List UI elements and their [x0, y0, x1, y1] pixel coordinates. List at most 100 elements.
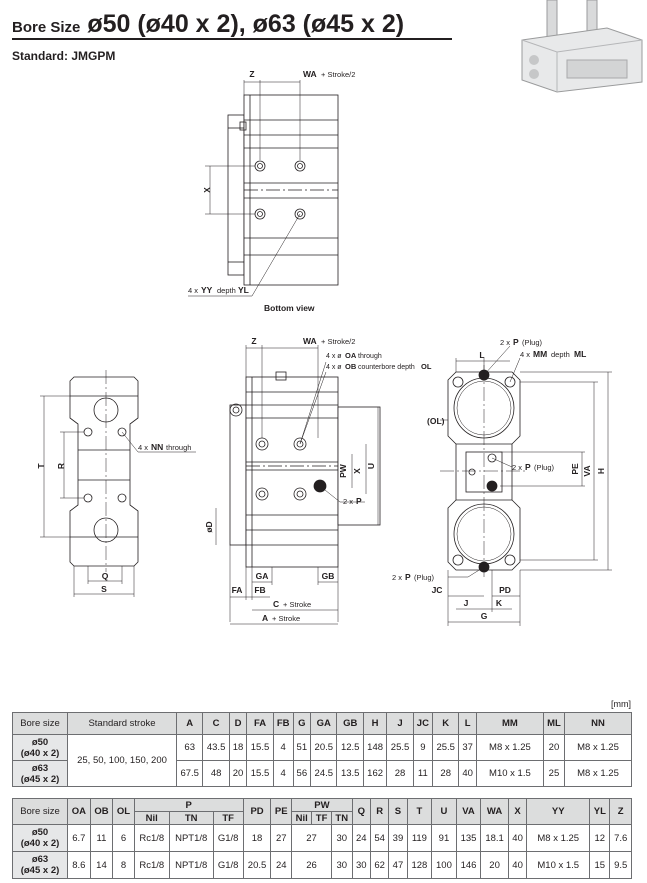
ev-p2-label: P — [525, 462, 531, 472]
cell: 30 — [351, 851, 371, 879]
t2-header: YY — [526, 798, 591, 825]
product-image — [521, 0, 643, 93]
t2-subheader: TN — [168, 811, 214, 825]
t1-header: ML — [542, 712, 566, 735]
cell: 30 — [330, 824, 353, 852]
t1-header: D — [228, 712, 248, 735]
spec-table-2: Bore size OA OB OL P PD PE PW Q R S T U … — [12, 798, 632, 879]
ev-plug3-pre: 2 x — [392, 573, 402, 582]
ev-ml-label: ML — [574, 349, 586, 359]
cell: 25.5 — [431, 734, 460, 761]
bore-cell: ø50(ø40 x 2) — [12, 734, 68, 761]
sv-oa-label: OA — [345, 351, 357, 360]
lv-nn-pre: 4 x — [138, 443, 148, 452]
cell: 67.5 — [175, 760, 204, 787]
sv-wa-label: WA — [303, 336, 317, 346]
sv-ob-pre: 4 x ø — [326, 364, 342, 371]
cell: 4 — [272, 760, 294, 787]
cell: 20 — [542, 734, 566, 761]
sv-wa-suffix: + Stroke/2 — [321, 337, 355, 346]
cell: Rc1/8 — [133, 851, 170, 879]
t2-header: WA — [480, 798, 509, 825]
cell: M8 x 1.25 — [526, 824, 591, 852]
cell: 14 — [89, 851, 114, 879]
bv-wa-suffix: + Stroke/2 — [321, 70, 355, 79]
ev-k-label: K — [496, 598, 503, 608]
cell: 148 — [362, 734, 388, 761]
cell: 9 — [412, 734, 434, 761]
cell: 20 — [480, 851, 509, 879]
sv-ob-label: OB — [345, 362, 357, 371]
t2-header: T — [406, 798, 433, 825]
ev-va-label: VA — [582, 465, 592, 476]
cell: 91 — [431, 824, 457, 852]
cell: 8 — [112, 851, 135, 879]
sv-p-label: P — [356, 496, 362, 506]
cell: 9.5 — [609, 851, 632, 879]
lv-nn-suffix: through — [166, 443, 191, 452]
t1-header: FB — [272, 712, 294, 735]
sv-p-pre: 2 x — [343, 497, 353, 506]
cell: 20.5 — [242, 851, 272, 879]
bv-yy-pre: 4 x — [188, 286, 198, 295]
bv-yl-label: YL — [238, 285, 249, 295]
ev-j-label: J — [464, 598, 469, 608]
t2-header: X — [507, 798, 528, 825]
ev-plug3-suffix: (Plug) — [414, 573, 435, 582]
sv-c-suffix: + Stroke — [283, 600, 311, 609]
lv-q-label: Q — [102, 571, 109, 581]
ev-l-label: L — [479, 350, 484, 360]
cell: 28 — [386, 760, 414, 787]
dimension-drawing: Z WA + Stroke/2 X 4 x YY depth YL Bottom… — [36, 69, 612, 626]
bottom-view-caption: Bottom view — [264, 303, 315, 313]
bv-depth: depth — [217, 286, 236, 295]
cell: 37 — [458, 734, 477, 761]
cell: 18.1 — [480, 824, 509, 852]
cell: 15 — [589, 851, 611, 879]
cell: 27 — [270, 824, 293, 852]
cell: 62 — [369, 851, 390, 879]
t2-subheader: Nil — [133, 811, 170, 825]
cell: 25 — [542, 760, 566, 787]
cell: 20 — [228, 760, 248, 787]
cell: 54 — [369, 824, 390, 852]
table-row: ø63(ø45 x 2) 8.6 14 8 Rc1/8 NPT1/8 G1/8 … — [12, 851, 632, 879]
cell: 100 — [431, 851, 457, 879]
sv-a-label: A — [262, 613, 268, 623]
cell: 11 — [412, 760, 434, 787]
cell: 27 — [291, 824, 332, 852]
cell: M8 x 1.25 — [564, 734, 632, 761]
cell: 7.6 — [609, 824, 632, 852]
t2-header: OB — [89, 798, 114, 825]
t2-header: PW — [291, 798, 353, 812]
sv-fb-label: FB — [254, 585, 265, 595]
t1-header: A — [175, 712, 204, 735]
cell: 12.5 — [336, 734, 364, 761]
ev-plug-pre: 2 x — [500, 338, 510, 347]
cell: M8 x 1.25 — [564, 760, 632, 787]
page-title: Bore Size ø50 (ø40 x 2), ø63 (ø45 x 2) — [12, 10, 404, 39]
t2-header: U — [431, 798, 457, 825]
cell: NPT1/8 — [168, 851, 214, 879]
t1-header: L — [458, 712, 477, 735]
cell: M10 x 1.5 — [526, 851, 591, 879]
standard-label: Standard: JMGPM — [12, 49, 116, 63]
cell: 51 — [292, 734, 312, 761]
t1-header: G — [292, 712, 312, 735]
spec-table-1: Bore size Standard stroke A C D FA FB G … — [12, 712, 632, 787]
cell: 40 — [458, 760, 477, 787]
t1-header: Standard stroke — [67, 712, 177, 735]
t2-header: PE — [270, 798, 293, 825]
cell: M10 x 1.5 — [475, 760, 544, 787]
bore-cell: ø50(ø40 x 2) — [12, 824, 68, 852]
t2-header: Q — [351, 798, 371, 825]
bottom-view — [188, 80, 339, 297]
cell: 39 — [388, 824, 408, 852]
ev-pd-label: PD — [499, 585, 511, 595]
cell: 146 — [455, 851, 482, 879]
cell: 6.7 — [67, 824, 91, 852]
t2-header: Bore size — [12, 798, 68, 825]
cell: 56 — [292, 760, 312, 787]
t2-header: R — [369, 798, 390, 825]
t2-header: P — [133, 798, 244, 812]
